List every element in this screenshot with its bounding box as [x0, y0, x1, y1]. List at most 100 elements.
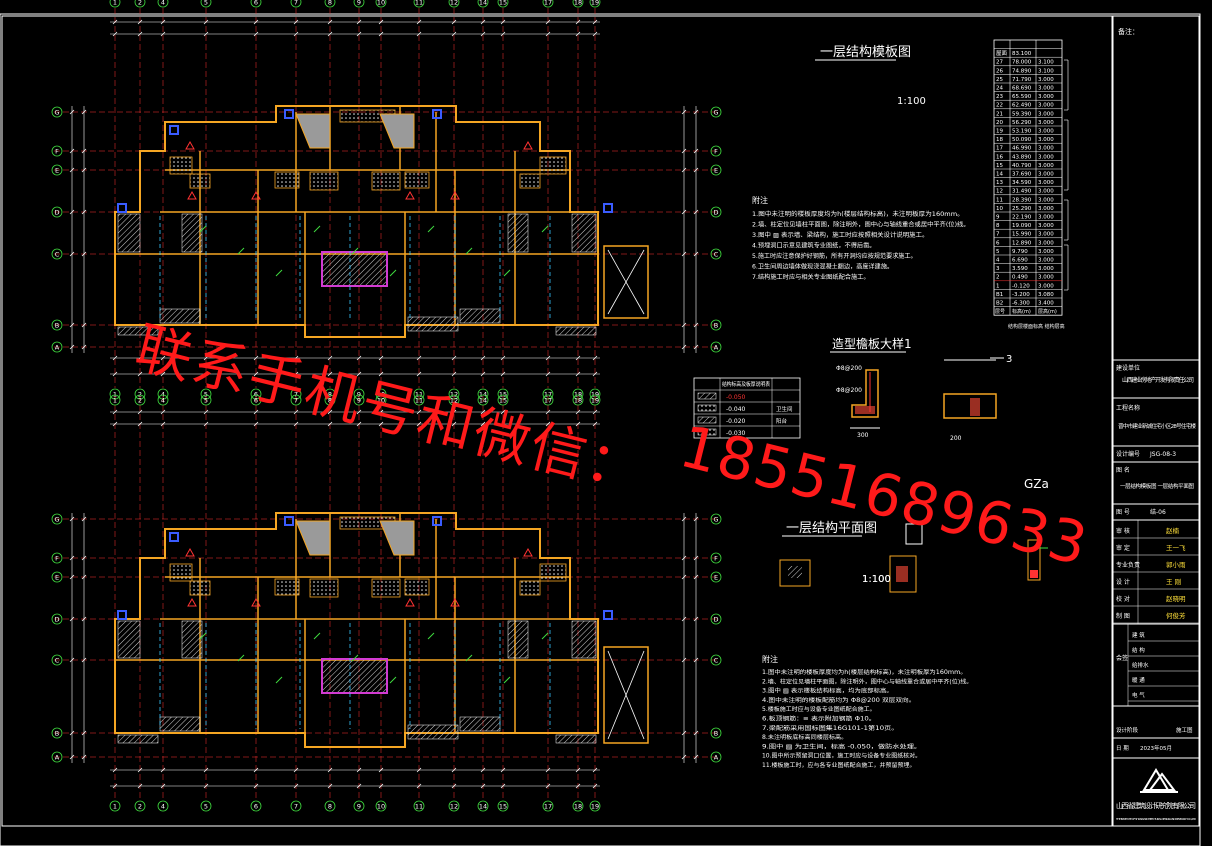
building-outline [114, 512, 599, 748]
elev-floor: 21 [996, 111, 1003, 117]
axis-bubble [51, 513, 63, 525]
axis-bubble [290, 0, 302, 8]
axis-label: 9 [357, 0, 361, 7]
elev-height: 3.000 [1038, 189, 1054, 195]
axis-label: 4 [161, 397, 165, 405]
axis-bubble [710, 206, 722, 218]
elev-level: 12.890 [1012, 240, 1032, 246]
axis-label: 8 [328, 0, 332, 7]
axis-label: 14 [479, 0, 487, 7]
institute-logo [1140, 768, 1178, 793]
axis-label: 14 [479, 803, 487, 811]
axis-label: B [714, 730, 718, 738]
elev-height: 3.000 [1038, 129, 1054, 135]
axis-bubble [710, 571, 722, 583]
axis-label: 15 [499, 0, 507, 7]
axis-label: 1 [113, 391, 117, 399]
elev-height: 3.000 [1038, 266, 1054, 272]
axis-bubble [353, 0, 365, 8]
axis-bubble [710, 106, 722, 118]
axis-label: 4 [161, 803, 165, 811]
axis-bubble [710, 552, 722, 564]
elev-height: 3.000 [1038, 163, 1054, 169]
elev-floor: 23 [996, 94, 1003, 100]
axis-label: A [714, 754, 719, 762]
plan-bottom-title: 一层结构平面图 [786, 521, 877, 536]
axis-label: 5 [204, 0, 208, 7]
section-label: 3 [1006, 354, 1012, 365]
axis-label: B [55, 730, 59, 738]
elev-height: 3.000 [1038, 180, 1054, 186]
axis-bubble [589, 0, 601, 8]
elev-height: 3.000 [1038, 283, 1054, 289]
axis-label: 9 [357, 803, 361, 811]
axis-label: D [713, 209, 718, 217]
axis-label: 10 [377, 397, 385, 405]
elev-floor: 20 [996, 120, 1003, 126]
axis-label: 12 [450, 0, 458, 7]
axis-bubble [51, 319, 63, 331]
axis-label: 17 [544, 803, 552, 811]
axis-bubble [157, 394, 169, 406]
plan-top-scale: 1:100 [897, 96, 926, 107]
elev-floor: 13 [996, 180, 1003, 186]
axis-bubble [710, 164, 722, 176]
axis-bubble [477, 0, 489, 8]
note-line: 11.楼板施工时，应与各专业图纸配合施工，并预留预埋。 [762, 761, 915, 769]
elev-level: 34.590 [1012, 180, 1032, 186]
axis-label: 14 [479, 397, 487, 405]
axis-label: 19 [591, 397, 599, 405]
elev-level: 78.000 [1012, 60, 1032, 66]
detail-d2: Φ8@200 [836, 387, 862, 394]
axis-bubble [324, 800, 336, 812]
elev-floor: 7 [996, 232, 1000, 238]
axis-label: G [713, 109, 718, 117]
tb-role-label: 校 对 [1116, 595, 1130, 603]
elev-level: 65.590 [1012, 94, 1032, 100]
tb-design-no-label: 设计编号 [1116, 450, 1140, 458]
axis-label: 12 [450, 397, 458, 405]
gz-label: GZa [1024, 477, 1049, 491]
axis-label: G [54, 516, 59, 524]
detail-dim2: 200 [950, 435, 962, 442]
tb-sign-item: 结 构 [1132, 646, 1145, 654]
elev-height: 3.000 [1038, 146, 1054, 152]
legend-value: -0.050 [726, 394, 746, 401]
axis-bubble [710, 145, 722, 157]
axis-bubble [51, 206, 63, 218]
elev-height: 3.000 [1038, 240, 1054, 246]
elev-level: 43.890 [1012, 154, 1032, 160]
note-line: 5.施工时应注意保护好钢筋，所有开洞均应按规范要求施工。 [752, 252, 917, 260]
elev-level: 3.590 [1012, 266, 1028, 272]
axis-label: F [55, 148, 59, 156]
elev-floor: 8 [996, 223, 1000, 229]
axis-bubble [324, 394, 336, 406]
axis-bubble [413, 394, 425, 406]
note-line: 5.楼板施工时应与设备专业图纸配合施工。 [762, 705, 876, 713]
tb-company-label: 建设单位 [1116, 364, 1140, 372]
axis-label: 12 [450, 391, 458, 399]
axis-bubble [51, 145, 63, 157]
elev-floor: 5 [996, 249, 1000, 255]
axis-bubble [710, 654, 722, 666]
elev-floor: 2 [996, 275, 1000, 281]
notes-top-heading: 附注 [752, 195, 768, 205]
elev-side-note: 结构层楼面标高 结构层高 [1008, 323, 1065, 330]
tb-project-label: 工程名称 [1116, 404, 1140, 412]
note-line: 1.图中未注明的楼板厚度均为h(楼层结构标高)，未注明板厚为160mm。 [752, 210, 964, 218]
legend-note: 阳台 [776, 417, 788, 425]
elev-floor: 18 [996, 137, 1003, 143]
elev-floor: 14 [996, 172, 1003, 178]
elev-floor: 3 [996, 266, 1000, 272]
axis-label: C [714, 251, 719, 259]
plan-top-title: 一层结构模板图 [820, 45, 911, 60]
tb-drawing-value: 一层结构模板图 一层结构平面图 [1120, 482, 1194, 490]
tb-role-label: 审 核 [1116, 527, 1130, 535]
plan-bottom-scale: 1:100 [862, 574, 891, 585]
axis-label: G [54, 109, 59, 117]
axis-bubble [324, 0, 336, 8]
elev-height: 3.000 [1038, 223, 1054, 229]
tb-sheet-value: 结-06 [1150, 508, 1166, 516]
elev-footer: 层号 [995, 309, 1005, 315]
